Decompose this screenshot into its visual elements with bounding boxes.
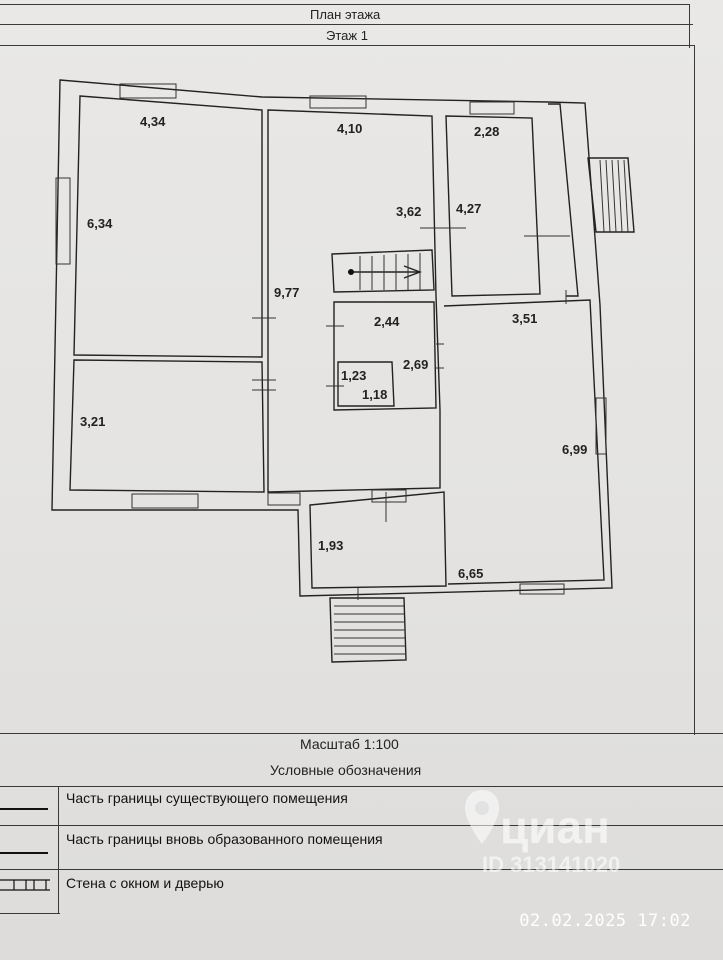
dim-label: 3,51 [512, 311, 537, 326]
stair-start-dot [348, 269, 354, 275]
dim-label: 4,27 [456, 201, 481, 216]
dim-label: 3,62 [396, 204, 421, 219]
watermark-brand: циан [500, 801, 610, 853]
room-entrance [309, 491, 447, 589]
corridor-strip [548, 103, 579, 297]
frame-top-line [0, 4, 690, 5]
dim-label: 1,23 [341, 368, 366, 383]
dim-label: 1,93 [318, 538, 343, 553]
photo-timestamp: 02.02.2025 17:02 [519, 911, 691, 931]
room-hall [267, 109, 441, 493]
porch-entrance [329, 597, 407, 663]
window [267, 492, 301, 506]
frame-right-line [694, 45, 695, 735]
room-right-large [443, 299, 605, 585]
location-pin-icon [465, 790, 499, 844]
frame-title-line [0, 24, 693, 25]
frame-right-top [689, 4, 690, 48]
legend-divider [0, 869, 723, 870]
window [519, 583, 565, 595]
dim-label: 6,34 [87, 216, 113, 231]
room-top-left [73, 95, 263, 358]
dim-label: 4,10 [337, 121, 362, 136]
room-top-right [445, 115, 541, 297]
window [55, 177, 71, 265]
dim-label: 9,77 [274, 285, 299, 300]
legend-symbol-existing [0, 808, 48, 810]
legend-divider [0, 786, 723, 787]
dim-label: 4,34 [140, 114, 166, 129]
legend-title: Условные обозначения [270, 762, 422, 778]
legend-item-existing: Часть границы существующего помещения [66, 790, 348, 806]
window [469, 101, 515, 115]
dim-label: 6,99 [562, 442, 587, 457]
room-bottom-left [69, 359, 265, 493]
legend-divider [0, 825, 723, 826]
legend-divider [0, 913, 60, 914]
dim-label: 6,65 [458, 566, 483, 581]
legend-symbol-new [0, 852, 48, 854]
dim-label: 1,18 [362, 387, 387, 402]
window [119, 83, 177, 99]
dim-label: 2,28 [474, 124, 499, 139]
legend-item-new: Часть границы вновь образованного помеще… [66, 831, 383, 847]
window [131, 493, 199, 509]
window [595, 397, 607, 455]
dim-label: 3,21 [80, 414, 105, 429]
window [309, 95, 367, 109]
frame-floor-line [0, 45, 695, 46]
room-bath [333, 301, 437, 411]
watermark-id: ID 313141020 [482, 852, 621, 877]
scale-label: Масштаб 1:100 [300, 736, 399, 752]
porch-right [587, 157, 635, 233]
inner-stairs [331, 249, 435, 293]
page-title: План этажа [310, 7, 381, 22]
floor-plan-drawing: 4,34 6,34 3,21 4,10 9,77 3,62 4,27 2,28 … [51, 79, 635, 663]
footer-top-line [0, 733, 723, 734]
legend-item-wall: Стена с окном и дверью [66, 875, 224, 891]
floor-label: Этаж 1 [326, 28, 368, 43]
legend-column-line [58, 786, 59, 914]
dim-label: 2,44 [374, 314, 400, 329]
room-wc [337, 361, 395, 407]
dim-label: 2,69 [403, 357, 428, 372]
legend-symbol-window-door [0, 879, 50, 891]
outer-wall-outline [51, 79, 613, 597]
